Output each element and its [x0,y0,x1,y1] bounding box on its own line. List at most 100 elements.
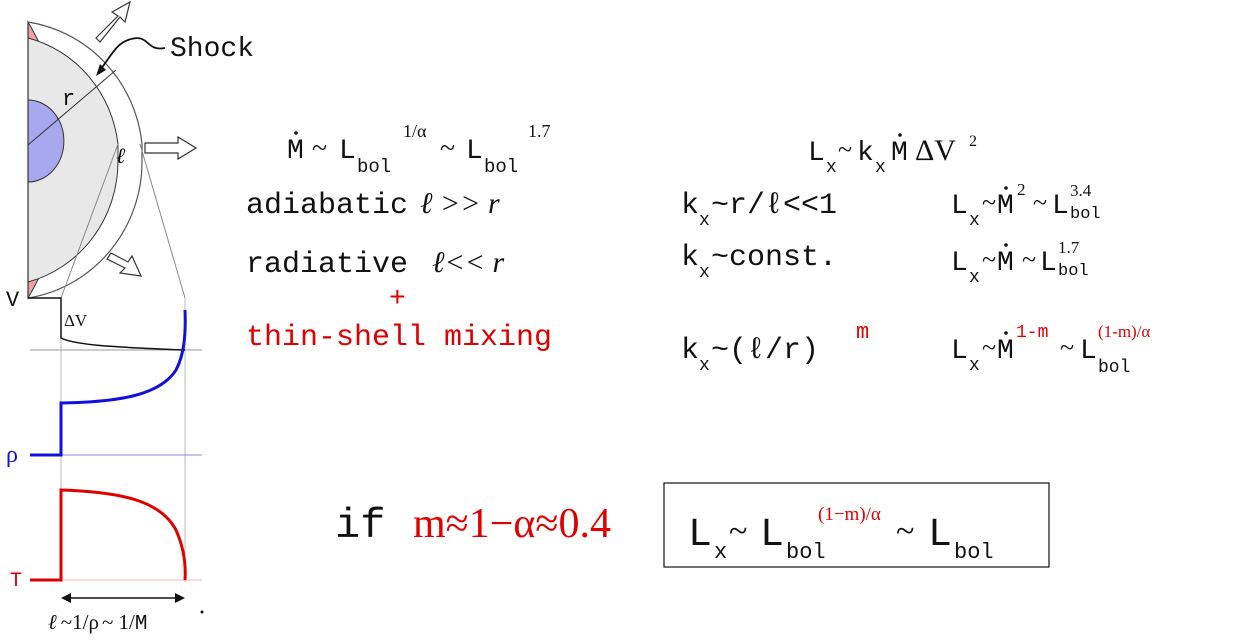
svg-text:~: ~ [440,133,455,164]
outflow-arrow-right [144,135,198,161]
svg-text:~: ~ [982,333,996,362]
svg-text:m: m [856,320,869,345]
svg-text:L: L [951,336,968,367]
adiabatic-row: adiabatic ℓ >> r k x ~r/ℓ<<1 L x ~ M 2 ~… [246,180,1101,231]
svg-text:(1−m)/α: (1−m)/α [818,504,881,525]
svg-text:k: k [857,138,874,169]
star-interior [27,37,119,283]
svg-text:bol: bol [786,540,826,565]
svg-text:x: x [826,158,837,178]
svg-text:~: ~ [896,513,914,550]
svg-text:L: L [339,136,356,167]
thickness-label-shell: ℓ [116,143,126,168]
svg-text:m≈1−α≈0.4: m≈1−α≈0.4 [413,501,611,547]
zoom-line-left [60,143,119,299]
svg-text:M: M [997,248,1014,279]
lx-general-equation: L x ~ k x M ΔV 2 [808,133,977,178]
svg-text:L: L [951,191,968,222]
svg-text:1/α: 1/α [403,121,427,141]
svg-text:bol: bol [484,156,518,178]
svg-text:thin-shell mixing: thin-shell mixing [246,321,552,355]
svg-text:if: if [335,502,385,550]
result-box: L x ~ L bol (1−m)/α ~ L bol [663,482,1050,568]
svg-text:~: ~ [1022,245,1036,274]
svg-text:adiabatic: adiabatic [246,189,408,223]
zoom-line-right [139,143,186,299]
outflow-arrow-up [95,0,131,43]
svg-text:x: x [714,540,727,565]
svg-text:L: L [951,248,968,279]
svg-text:L: L [688,513,712,558]
if-condition: if m≈1−α≈0.4 [335,501,611,550]
thickness-relation: ℓ~1/ρ~ 1/M [48,610,148,636]
svg-text:~: ~ [982,188,996,217]
svg-text:bol: bol [357,156,391,178]
mdot-scaling-equation: M ~ L bol 1/α ~ L bol 1.7 [287,121,551,178]
svg-text:bol: bol [954,540,994,565]
svg-text:bol: bol [1058,262,1089,281]
star-diagram: r ℓ Shock [27,0,254,300]
svg-text:M: M [287,136,304,167]
svg-text:L: L [466,136,483,167]
svg-text:ℓ >> r: ℓ >> r [420,187,500,220]
svg-text:~: ~ [982,245,996,274]
plus-sign: + [389,284,406,315]
svg-text:~: ~ [1060,333,1074,362]
svg-text:~const.: ~const. [711,241,837,275]
svg-text:radiative: radiative [246,248,408,282]
radius-line [27,69,117,146]
svg-text:3.4: 3.4 [1070,181,1092,200]
temperature-label: T [10,570,22,593]
svg-text:x: x [875,158,886,178]
svg-text:x: x [969,356,980,376]
svg-text:1.7: 1.7 [528,121,551,141]
svg-text:~r/ℓ<<1: ~r/ℓ<<1 [711,189,837,223]
density-curve [30,309,187,457]
temperature-curve [30,488,187,582]
svg-text:k: k [681,189,699,223]
svg-text:x: x [969,268,980,288]
velocity-curve [28,297,186,351]
svg-text:1-m: 1-m [1016,323,1048,343]
density-label: ρ [6,442,18,468]
svg-text:bol: bol [1070,205,1101,224]
outer-boundary [27,21,143,299]
svg-text:x: x [699,211,710,231]
svg-text:L: L [1080,336,1097,367]
svg-text:~: ~ [312,133,327,164]
svg-text:(1-m)/α: (1-m)/α [1098,322,1150,341]
svg-text:bol: bol [1098,358,1130,378]
svg-text:ΔV: ΔV [915,134,956,167]
svg-text:2: 2 [969,133,977,150]
svg-text:x: x [699,356,710,376]
svg-text:~: ~ [1033,188,1047,217]
svg-text:1.7: 1.7 [1058,238,1080,257]
svg-text:L: L [1052,191,1069,222]
svg-text:ℓ<< r: ℓ<< r [432,246,504,279]
svg-text:x: x [699,263,710,283]
svg-text:M: M [997,336,1014,367]
svg-text:M: M [891,138,908,169]
mixing-row: thin-shell mixing k x ~(ℓ/r) m L x ~ M 1… [246,320,1150,378]
svg-text:L: L [928,513,952,558]
svg-text:M: M [997,191,1014,222]
radiative-row: radiative ℓ<< r k x ~const. L x ~ M ~ L … [246,238,1089,288]
svg-text:x: x [969,211,980,231]
shock-pointer [99,37,166,71]
velocity-label: V [6,288,20,313]
svg-text:L: L [1040,248,1057,279]
outflow-arrow-down [106,252,142,277]
svg-text:~: ~ [838,135,852,164]
svg-text:L: L [760,513,784,558]
svg-text:k: k [681,241,699,275]
svg-text:L: L [808,138,825,169]
svg-text:k: k [681,334,699,368]
delta-v-label: ΔV [64,311,88,330]
svg-text:~(ℓ/r): ~(ℓ/r) [711,334,819,368]
radius-label: r [62,87,75,112]
svg-text:2: 2 [1017,180,1026,199]
shock-label: Shock [170,34,254,65]
profile-plots: V ΔV ρ T [6,288,202,603]
